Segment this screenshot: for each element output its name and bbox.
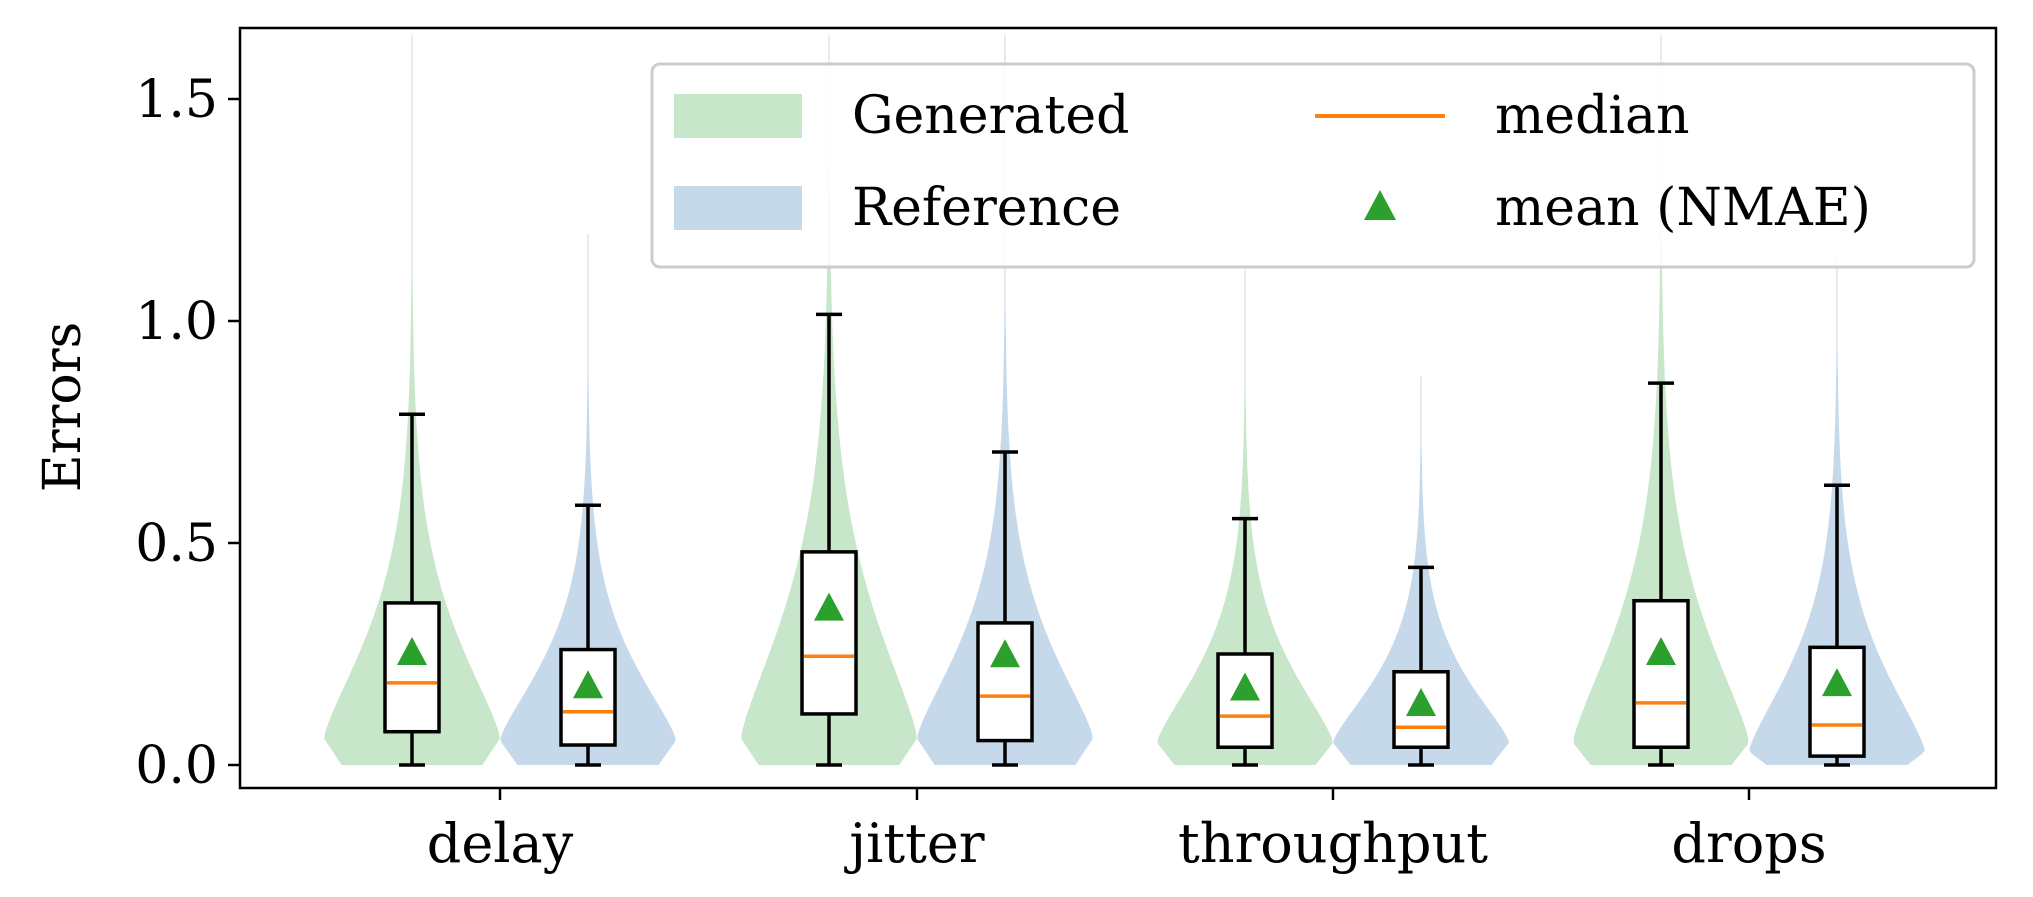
violin-delay-generated — [324, 32, 500, 765]
mean-marker-delay-generated — [397, 637, 427, 665]
box-drops-generated — [1632, 598, 1690, 749]
legend-label-median: median — [1495, 86, 1690, 146]
x-tick-label: jitter — [843, 812, 984, 875]
legend-swatch-generated — [674, 94, 802, 138]
y-tick-label: 1.0 — [135, 292, 218, 352]
legend-label-generated: Generated — [852, 86, 1129, 146]
legend-swatch-mean-nmae — [1364, 190, 1396, 220]
y-axis-label: Errors — [33, 322, 93, 493]
y-tick-label: 1.5 — [135, 70, 218, 130]
x-tick-label: throughput — [1178, 812, 1488, 875]
box-drops-reference — [1808, 645, 1866, 758]
x-axis: delay jitter throughput drops — [427, 788, 1827, 875]
y-axis: 0.0 0.5 1.0 1.5 — [135, 70, 240, 796]
mean-marker-drops-reference — [1822, 668, 1852, 697]
mean-marker-throughput-reference — [1406, 688, 1436, 717]
legend-label-reference: Reference — [852, 178, 1121, 238]
mean-marker-jitter-generated — [814, 592, 844, 621]
violin-jitter-reference — [917, 32, 1093, 765]
legend-box — [650, 62, 1976, 269]
box-throughput-generated — [1216, 652, 1274, 749]
y-tick-label: 0.0 — [135, 736, 218, 796]
x-tick-label: drops — [1671, 812, 1826, 875]
mean-marker-drops-generated — [1646, 637, 1676, 665]
legend-label-mean-nmae: mean (NMAE) — [1495, 178, 1871, 238]
mean-marker-delay-reference — [573, 670, 603, 699]
box-jitter-generated — [800, 550, 858, 716]
box-delay-generated — [383, 601, 441, 734]
x-tick-label: delay — [427, 812, 574, 875]
violin-throughput-generated — [1157, 267, 1333, 765]
mean-marker-throughput-generated — [1230, 672, 1260, 701]
box-layer — [383, 312, 1866, 767]
violin-delay-reference — [500, 232, 676, 765]
legend-swatch-reference — [674, 186, 802, 230]
y-tick-label: 0.5 — [135, 514, 218, 574]
mean-marker-jitter-reference — [990, 639, 1020, 668]
axes-frame — [238, 26, 1998, 790]
